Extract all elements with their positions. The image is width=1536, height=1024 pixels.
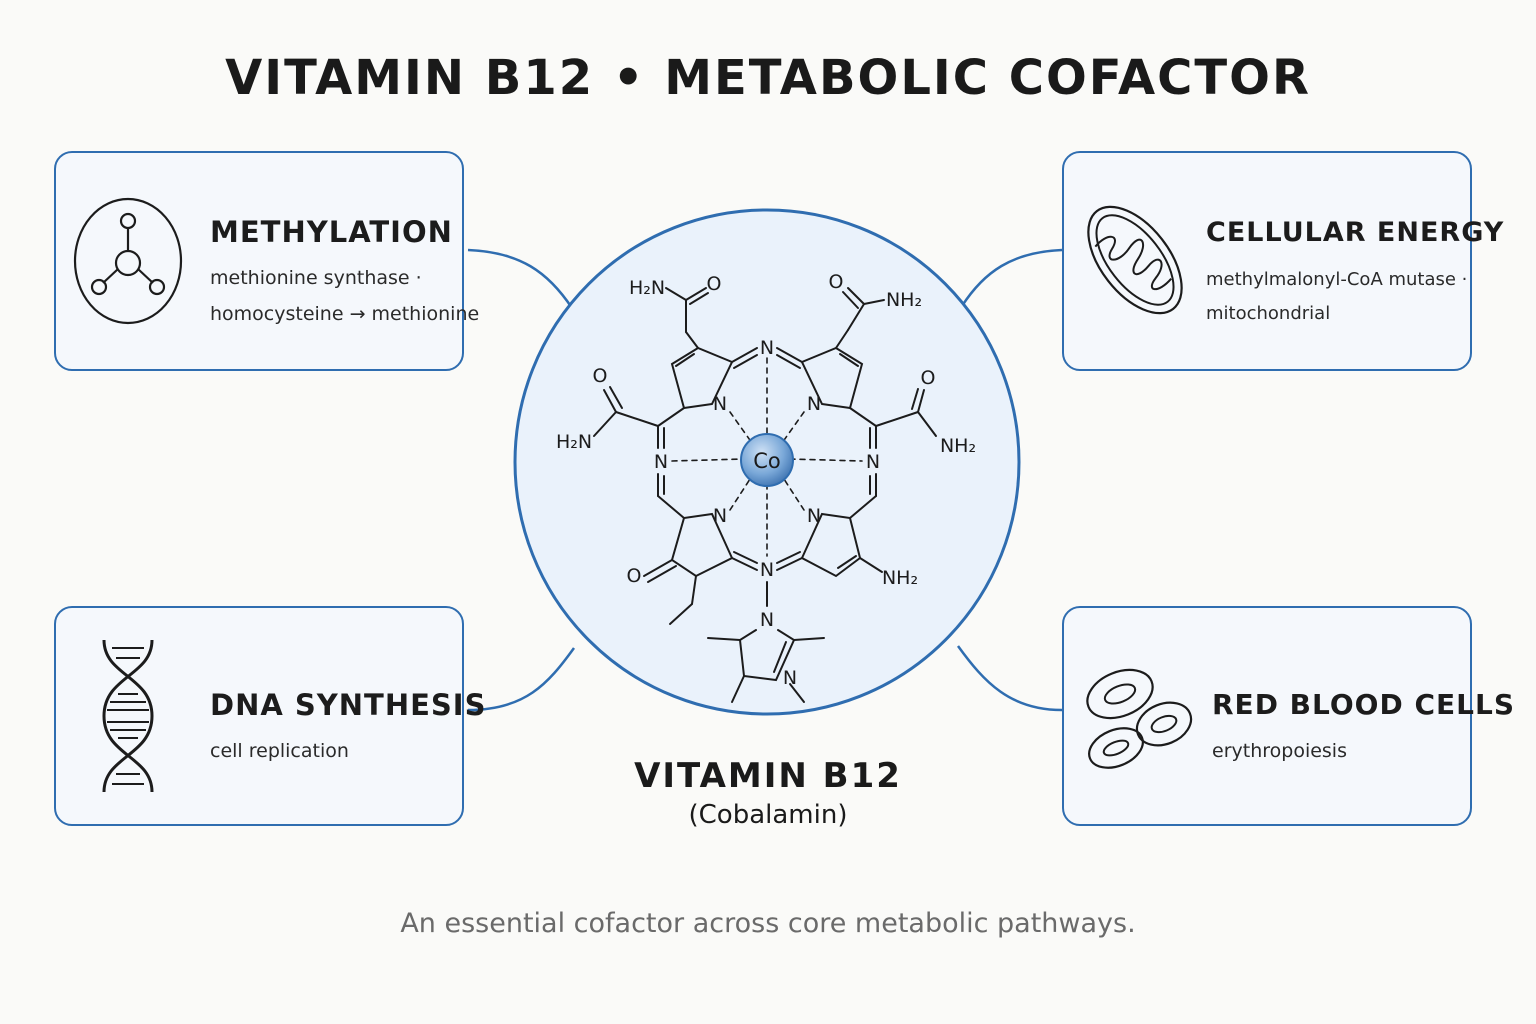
- red-blood-cells-icon: [1086, 668, 1193, 769]
- connector-dna: [467, 647, 576, 712]
- atom-label: N: [760, 559, 774, 581]
- atom-label: NH₂: [882, 567, 918, 589]
- atom-label: N: [807, 505, 821, 527]
- card-detail: methionine synthase ·: [210, 267, 422, 289]
- atom-label: N: [654, 451, 668, 473]
- card-cellular-energy: CELLULAR ENERGY methylmalonyl-CoA mutase…: [1062, 151, 1503, 371]
- dna-helix-icon: [102, 639, 154, 793]
- card-detail: mitochondrial: [1206, 303, 1331, 324]
- caption: An essential cofactor across core metabo…: [400, 908, 1136, 939]
- card-detail: homocysteine → methionine: [210, 303, 480, 325]
- card-dna-synthesis: DNA SYNTHESIS cell replication: [54, 606, 485, 826]
- atom-label: O: [707, 273, 722, 295]
- card-heading: METHYLATION: [210, 215, 453, 249]
- page-title: VITAMIN B12 • METABOLIC COFACTOR: [225, 50, 1311, 106]
- atom-label: N: [866, 451, 880, 473]
- atom-label: H₂N: [556, 431, 592, 453]
- atom-label: O: [627, 565, 642, 587]
- center-subtitle: (Cobalamin): [688, 800, 848, 830]
- card-heading: RED BLOOD CELLS: [1212, 688, 1515, 721]
- center-name: VITAMIN B12: [634, 756, 902, 796]
- atom-label: O: [829, 271, 844, 293]
- card-methylation: METHYLATION methionine synthase · homocy…: [54, 151, 479, 371]
- atom-label: O: [593, 365, 608, 387]
- atom-label: NH₂: [940, 435, 976, 457]
- card-heading: DNA SYNTHESIS: [210, 688, 487, 722]
- methyl-molecule-icon: [73, 197, 183, 325]
- card-red-blood-cells: RED BLOOD CELLS erythropoiesis: [1062, 606, 1514, 826]
- atom-label: N: [807, 393, 821, 415]
- cobalt-label: Co: [753, 449, 781, 473]
- atom-label: N: [760, 337, 774, 359]
- card-detail: cell replication: [210, 740, 349, 762]
- cobalt-atom: [740, 433, 794, 487]
- card-detail: methylmalonyl-CoA mutase ·: [1206, 269, 1468, 290]
- card-detail: erythropoiesis: [1212, 740, 1347, 762]
- card-heading: CELLULAR ENERGY: [1206, 217, 1505, 248]
- mitochondrion-icon: [1087, 205, 1183, 315]
- atom-label: NH₂: [886, 289, 922, 311]
- atom-label: N: [713, 393, 727, 415]
- atom-label: N: [783, 667, 797, 689]
- connector-methylation: [467, 248, 574, 309]
- atom-label: N: [713, 505, 727, 527]
- atom-label: H₂N: [629, 277, 665, 299]
- connector-energy: [960, 248, 1063, 307]
- atom-label: N: [760, 609, 774, 631]
- connector-rbc: [956, 645, 1063, 712]
- atom-label: O: [921, 367, 936, 389]
- cobalamin-structure: Co N N N N N N N N N N O O O O O H₂N NH₂…: [513, 208, 1021, 716]
